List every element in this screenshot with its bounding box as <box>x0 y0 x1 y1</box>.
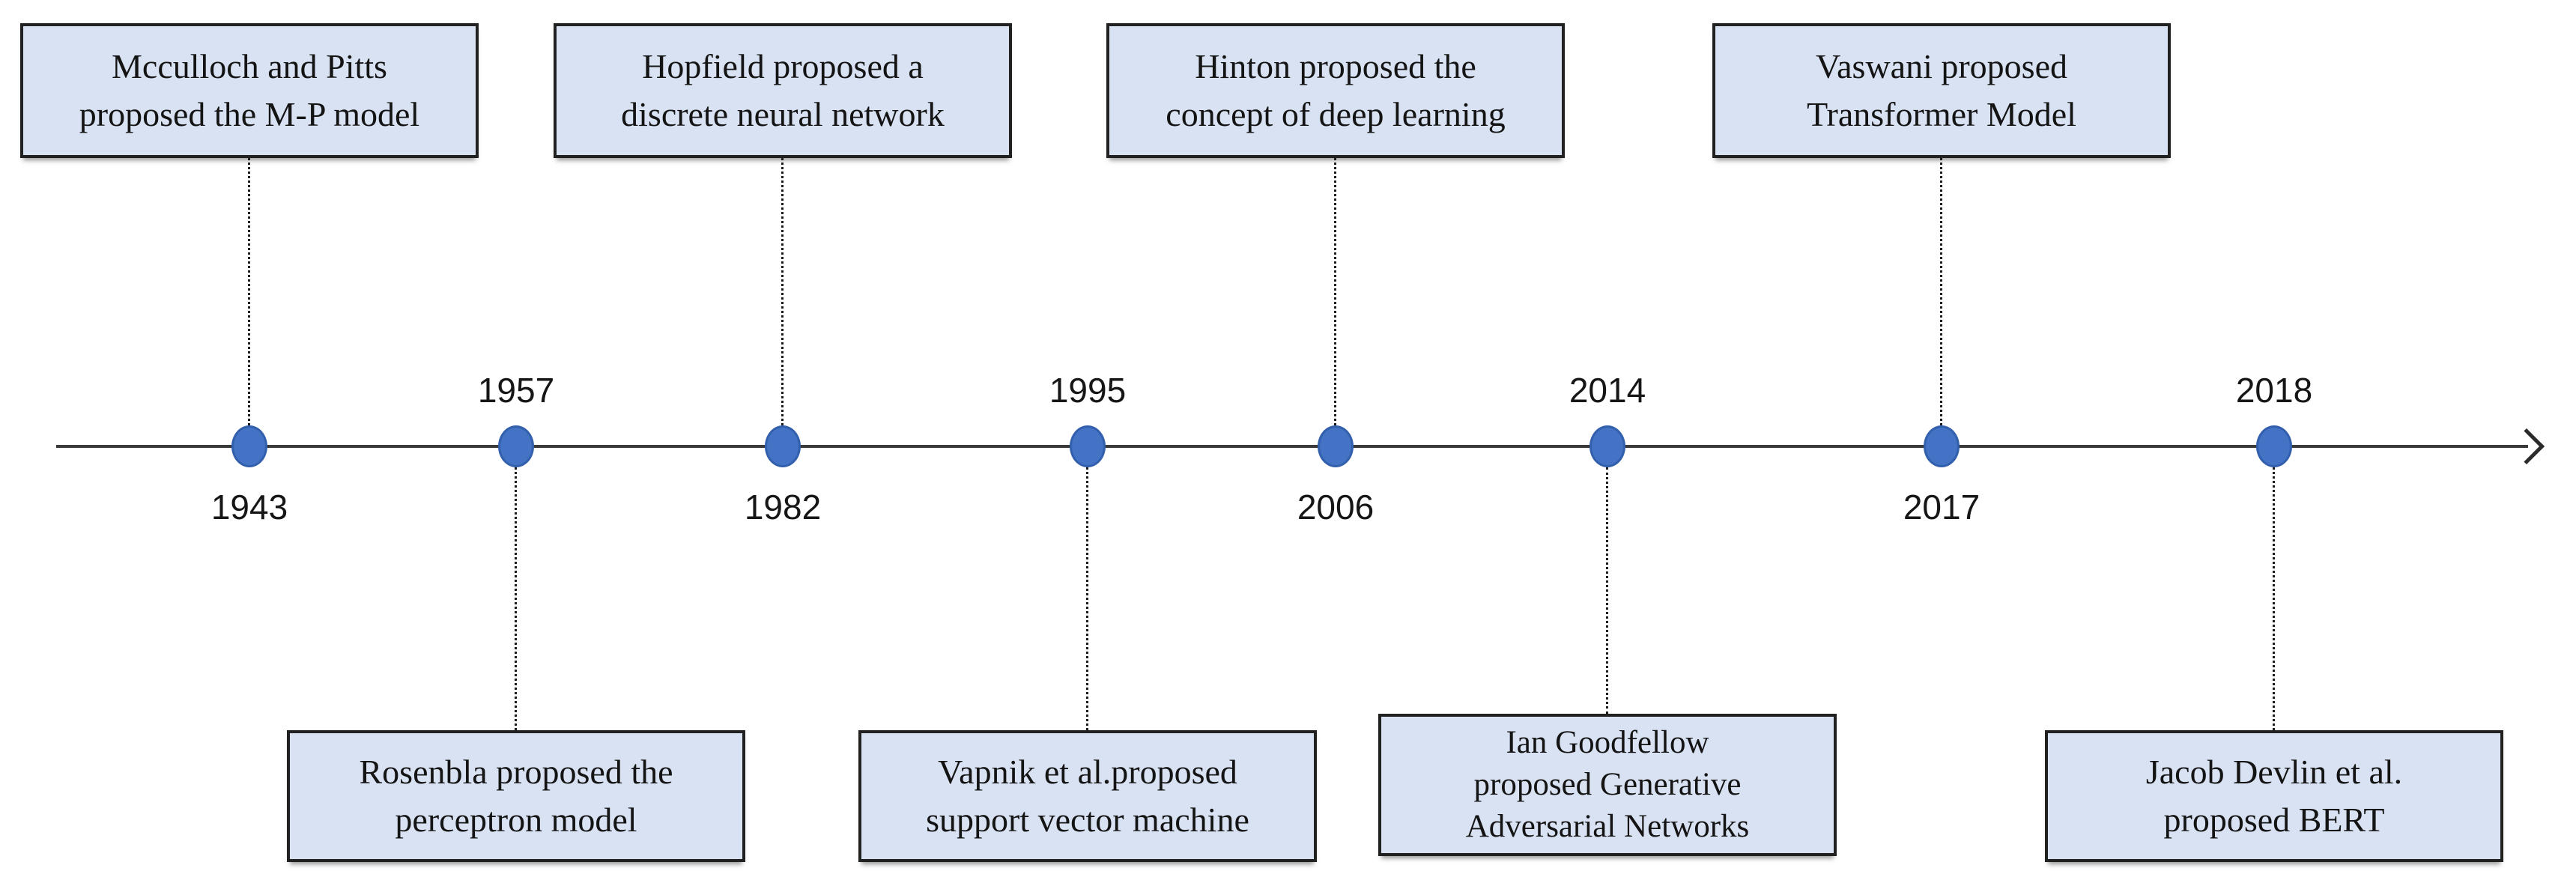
connector-2017 <box>1940 158 1942 425</box>
timeline-dot-1982 <box>765 425 801 467</box>
timeline-dot-1943 <box>231 425 267 467</box>
year-label-1957: 1957 <box>477 371 555 410</box>
year-label-2017: 2017 <box>1903 488 1981 527</box>
connector-1982 <box>781 158 784 425</box>
year-label-2018: 2018 <box>2235 371 2313 410</box>
year-label-1943: 1943 <box>210 488 288 527</box>
timeline-axis <box>56 445 2528 448</box>
year-label-2006: 2006 <box>1297 488 1375 527</box>
event-box-2017: Vaswani proposed Transformer Model <box>1712 23 2171 158</box>
timeline-dot-1957 <box>498 425 534 467</box>
timeline-dot-2017 <box>1924 425 1960 467</box>
arrowhead-icon <box>2508 428 2545 465</box>
year-label-1995: 1995 <box>1049 371 1127 410</box>
timeline-dot-2006 <box>1318 425 1354 467</box>
connector-1995 <box>1086 467 1088 730</box>
event-box-1957: Rosenbla proposed the perceptron model <box>287 730 745 862</box>
connector-2018 <box>2273 467 2275 730</box>
event-box-2006: Hinton proposed the concept of deep lear… <box>1106 23 1565 158</box>
year-label-1982: 1982 <box>744 488 822 527</box>
connector-1943 <box>248 158 250 425</box>
timeline-dot-2014 <box>1589 425 1625 467</box>
timeline-dot-2018 <box>2256 425 2292 467</box>
event-box-1982: Hopfield proposed a discrete neural netw… <box>554 23 1012 158</box>
event-box-1995: Vapnik et al.proposed support vector mac… <box>858 730 1317 862</box>
connector-2006 <box>1334 158 1336 425</box>
event-box-1943: Mcculloch and Pitts proposed the M-P mod… <box>20 23 479 158</box>
connector-1957 <box>515 467 517 730</box>
timeline-dot-1995 <box>1070 425 1106 467</box>
event-box-2018: Jacob Devlin et al. proposed BERT <box>2045 730 2503 862</box>
connector-2014 <box>1606 467 1608 714</box>
event-box-2014: Ian Goodfellow proposed Generative Adver… <box>1378 714 1837 856</box>
year-label-2014: 2014 <box>1569 371 1646 410</box>
